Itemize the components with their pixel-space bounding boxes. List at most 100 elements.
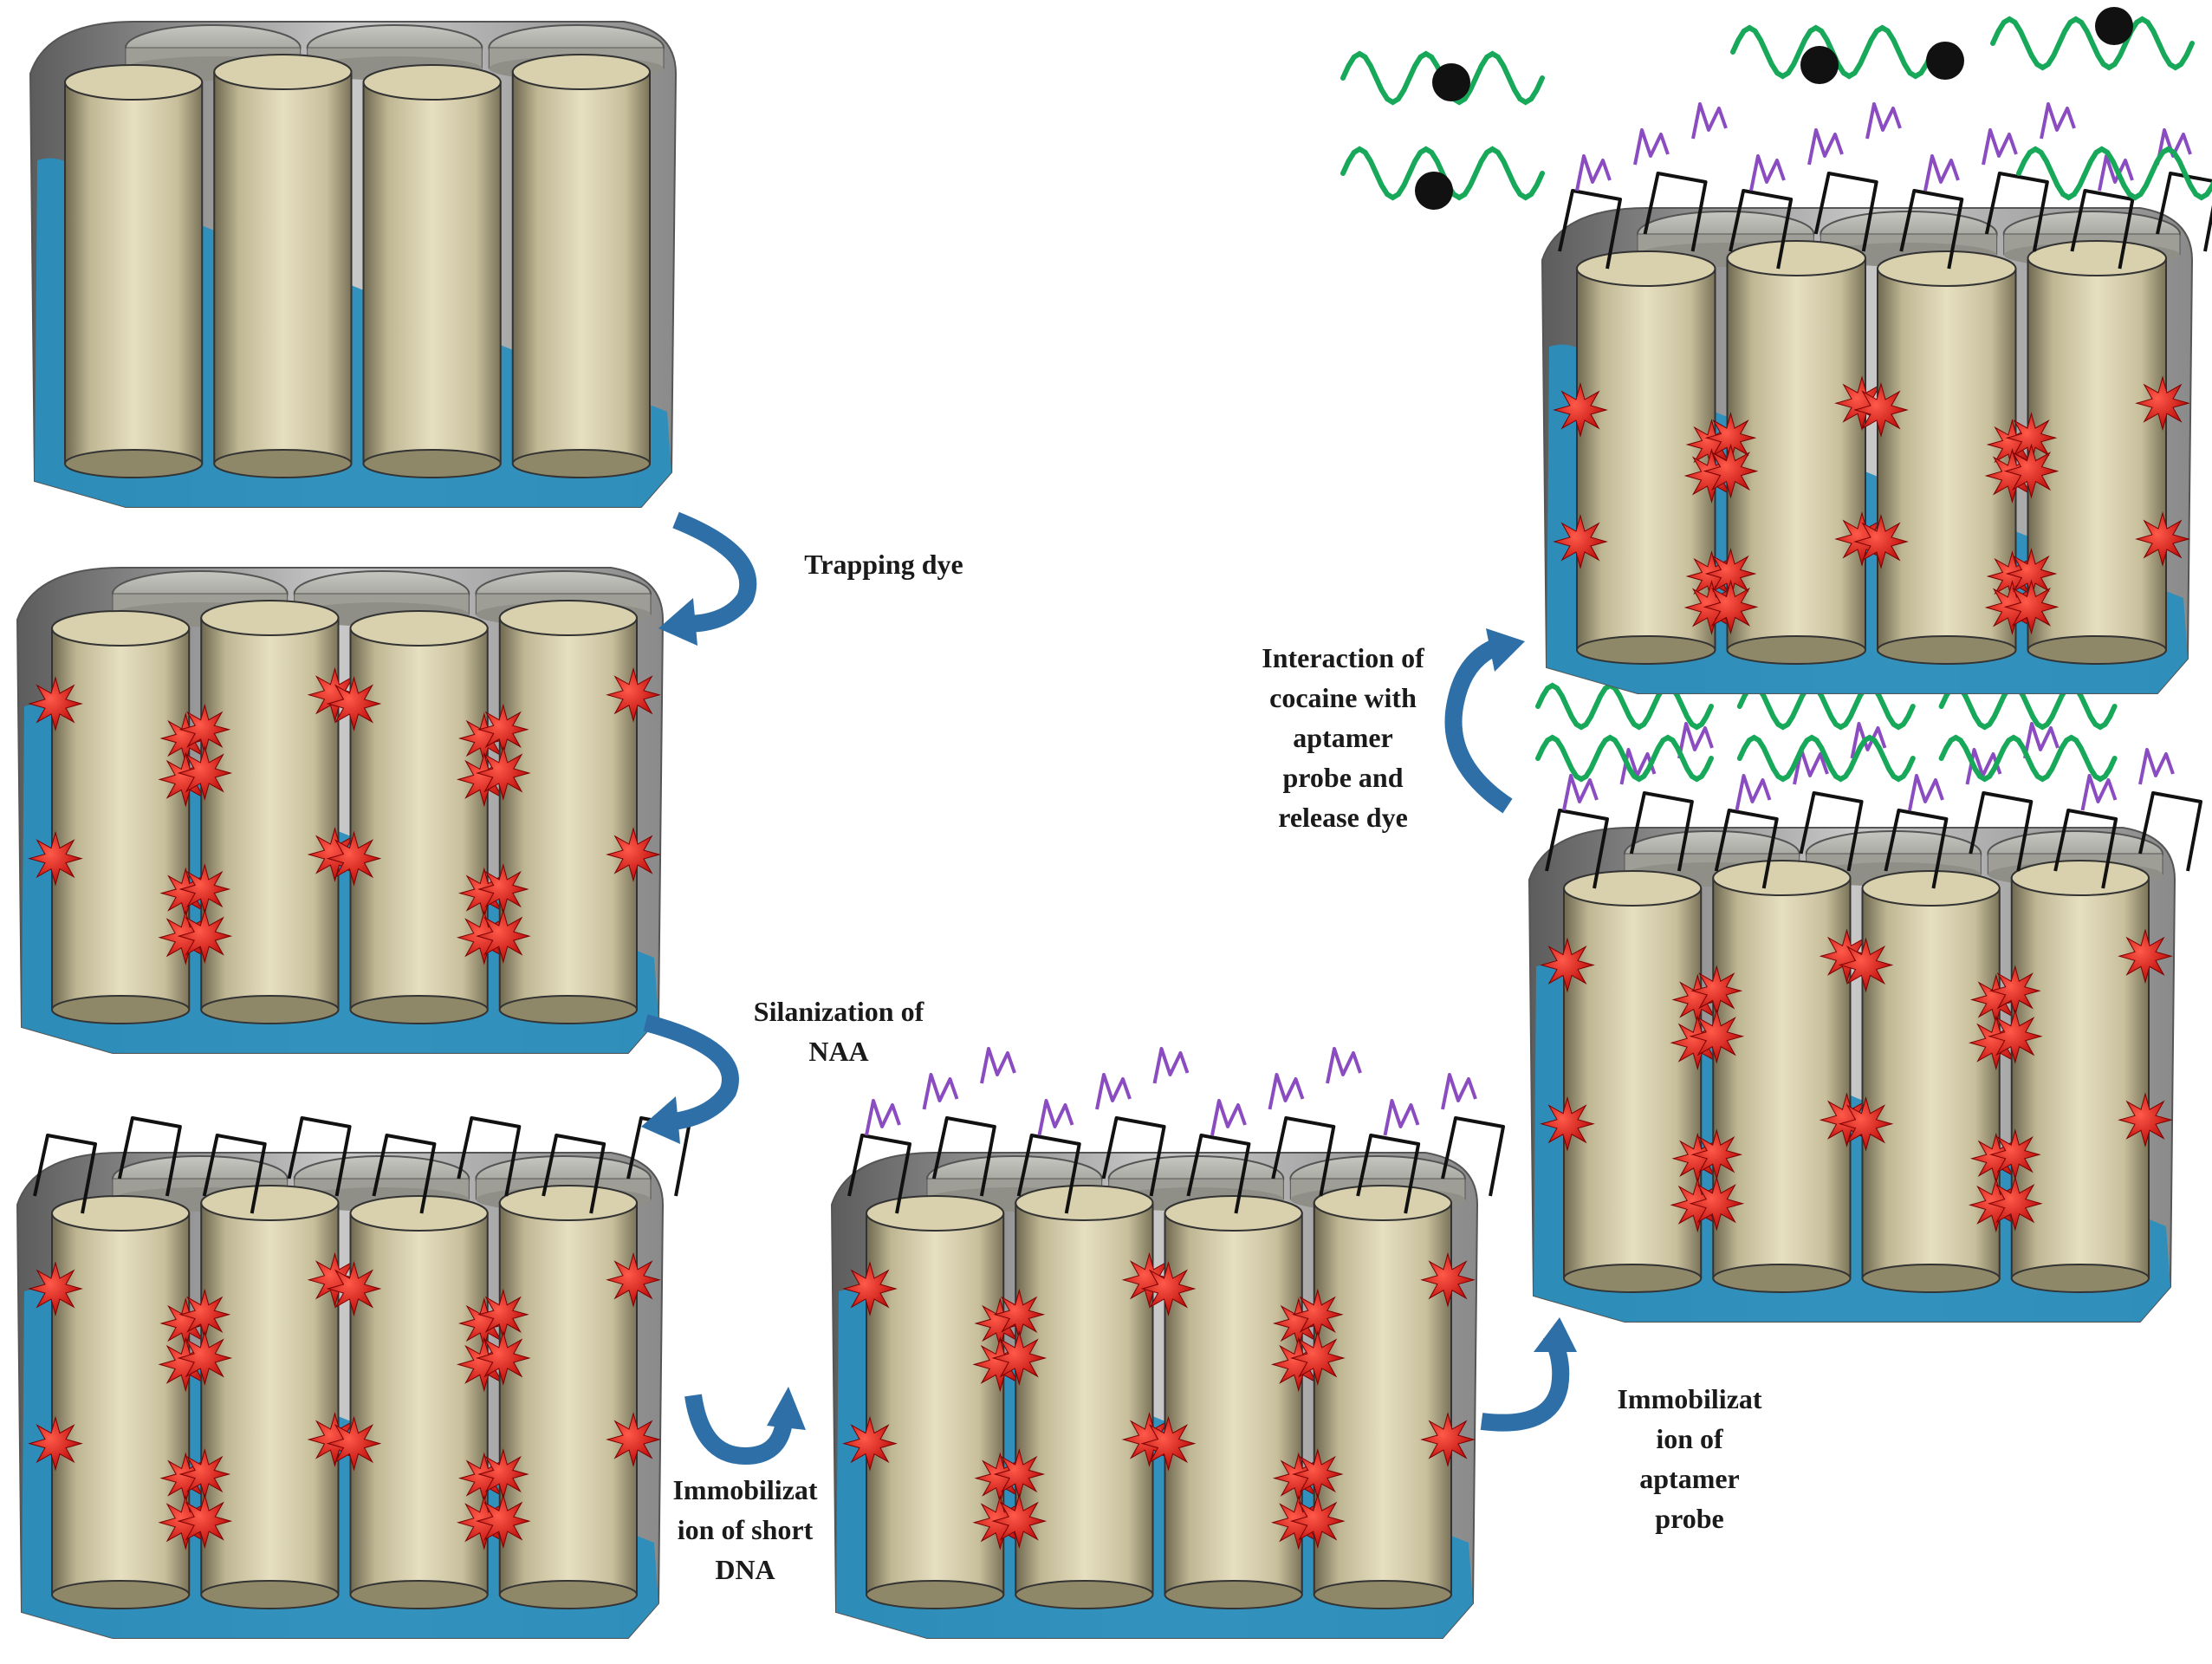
dye-star-icon	[1291, 1448, 1344, 1500]
curved-arrow-icon	[1480, 1330, 1570, 1432]
silane-linker-icon	[2138, 791, 2202, 872]
label-line: aptamer	[1639, 1463, 1740, 1494]
short-dna-strand-icon	[1691, 102, 1728, 140]
dye-star-icon	[2118, 1092, 2173, 1148]
nanopore-tube-bottom	[213, 449, 353, 478]
nanopore-tube	[498, 1202, 638, 1596]
arrow-trapping-dye	[658, 511, 757, 646]
dye-star-icon	[326, 1261, 382, 1316]
short-dna-strand-icon	[2080, 774, 2118, 811]
aptamer-strand-icon	[1340, 146, 1545, 201]
silane-linker-icon	[1899, 189, 1964, 270]
dye-star-icon	[1540, 937, 1595, 993]
nanopore-tube-bottom	[349, 1580, 489, 1609]
nanopore-tube-opening	[2010, 860, 2150, 896]
dye-star-icon	[1853, 514, 1909, 569]
nanopore-tube	[1015, 1202, 1154, 1596]
label-line: Immobilizat	[1617, 1383, 1761, 1414]
nanopore-tube	[511, 71, 651, 465]
dye-star-icon	[2135, 511, 2190, 567]
nanopore-tube-bottom	[2027, 635, 2167, 665]
silane-linker-icon	[372, 1134, 437, 1214]
silane-linker-icon	[117, 1116, 182, 1197]
short-dna-strand-icon	[2098, 154, 2134, 192]
aptamer-strand-icon	[1736, 682, 1916, 731]
aptamer-strand-icon	[2016, 146, 2212, 201]
dye-star-icon	[1420, 1251, 1476, 1308]
dye-star-icon	[1703, 579, 1759, 635]
short-dna-strand-icon	[1735, 774, 1772, 811]
arrowhead	[1534, 1317, 1577, 1352]
nanopore-tube-opening	[1313, 1185, 1452, 1221]
nanopore-tube-opening	[1563, 870, 1703, 907]
nanopore-tube	[2010, 877, 2150, 1279]
dye-star-icon	[842, 1415, 898, 1472]
dye-star-icon	[1853, 382, 1909, 438]
nanopore-tube-bottom	[1712, 1264, 1852, 1293]
dye-star-icon	[326, 830, 382, 887]
label-line: ion of short	[678, 1514, 814, 1545]
short-dna-strand-icon	[1633, 128, 1670, 166]
short-dna-strand-icon	[2156, 128, 2192, 166]
nanopore-tube-bottom	[2010, 1264, 2150, 1293]
nanopore-tube-opening	[213, 54, 353, 90]
nanopore-tube	[200, 1202, 340, 1596]
arrowhead	[658, 598, 697, 646]
nanopore-tube	[51, 1212, 191, 1596]
short-dna-strand-icon	[865, 1099, 901, 1136]
silane-linker-icon	[1356, 1134, 1421, 1214]
dye-star-icon	[1988, 1128, 2041, 1181]
nanopore-tube	[1313, 1202, 1452, 1596]
nanopore-tube-opening	[1861, 870, 2001, 907]
short-dna-strand-icon	[1793, 748, 1829, 785]
nanopore-tube-bottom	[1861, 1264, 2001, 1293]
nanopore-tube	[1877, 268, 2017, 651]
short-dna-strand-icon	[1210, 1099, 1247, 1136]
nanopore-tube	[362, 81, 502, 465]
aptamer-strand-icon	[1990, 16, 2195, 71]
short-dna-strand-icon	[1152, 1047, 1190, 1084]
dye-star-icon	[1988, 965, 2041, 1017]
label-line: Silanization of	[754, 996, 924, 1027]
dye-star-icon	[1553, 382, 1608, 438]
short-dna-strand-icon	[1908, 774, 1944, 811]
nanopore-tube-opening	[498, 600, 638, 636]
dye-star-icon	[993, 1448, 1046, 1500]
nanopore-tube-bottom	[1877, 635, 2017, 665]
silane-linker-icon	[2053, 809, 2118, 889]
silane-linker-icon	[931, 1116, 996, 1197]
nanopore-tube	[1164, 1212, 1303, 1596]
nanopore-tube	[200, 617, 340, 1011]
nanopore-tube-bottom	[200, 1580, 340, 1609]
dye-star-icon	[1690, 965, 1743, 1017]
nanopore-tube-bottom	[498, 995, 638, 1024]
silane-linker-icon	[2070, 189, 2135, 270]
nanopore-tube-opening	[200, 1185, 340, 1221]
dye-star-icon	[28, 1261, 83, 1316]
silane-linker-icon	[1813, 172, 1878, 252]
silane-linker-icon	[1441, 1116, 1505, 1197]
dye-star-icon	[475, 1493, 531, 1549]
nanopore-tube-opening	[64, 64, 204, 101]
silane-linker-icon	[1271, 1116, 1336, 1197]
short-dna-strand-icon	[1865, 102, 1902, 140]
dye-star-icon	[177, 908, 233, 964]
dye-star-icon	[28, 1415, 83, 1472]
short-dna-strand-icon	[1575, 154, 1612, 192]
dye-star-icon	[1140, 1415, 1197, 1472]
dye-star-icon	[1838, 1095, 1894, 1152]
released-aptamer-cocaine-group	[1340, 7, 2212, 210]
block-aptamer-probe	[1528, 682, 2202, 1323]
cocaine-molecule-icon	[1432, 63, 1470, 101]
arrow-aptamer-probe	[1480, 1317, 1577, 1432]
short-dna-strand-icon	[922, 1073, 959, 1110]
silane-linker-icon	[1714, 809, 1779, 889]
silane-linker-icon	[1729, 189, 1794, 270]
dye-star-icon	[1420, 1412, 1476, 1467]
cocaine-molecule-icon	[1800, 46, 1839, 84]
curved-arrow-icon	[684, 1394, 793, 1466]
nanopore-tube-opening	[51, 1195, 191, 1232]
